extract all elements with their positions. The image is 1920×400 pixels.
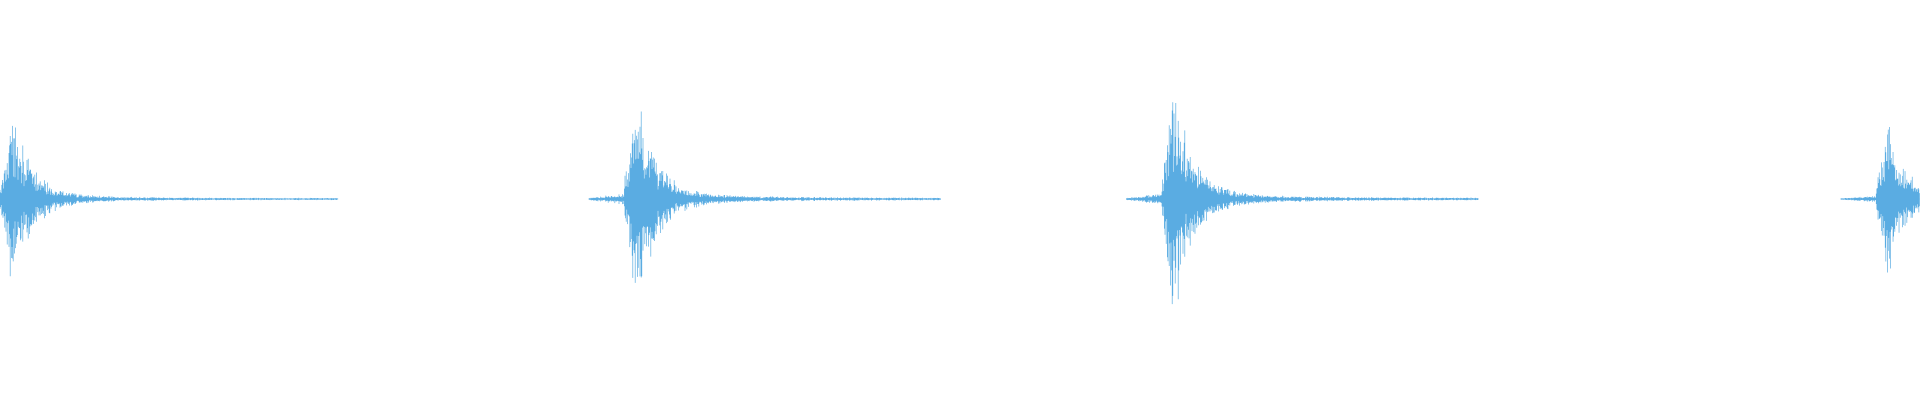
waveform-burst-path: [1126, 102, 1479, 305]
waveform-burst: [0, 125, 339, 277]
waveform-burst-path: [0, 125, 339, 277]
waveform-burst-path: [1840, 126, 1920, 273]
waveform-burst: [1840, 126, 1920, 273]
waveform-burst: [1126, 102, 1479, 305]
waveform-bursts: [0, 102, 1920, 305]
waveform-burst-path: [588, 111, 941, 283]
waveform-burst: [588, 111, 941, 283]
